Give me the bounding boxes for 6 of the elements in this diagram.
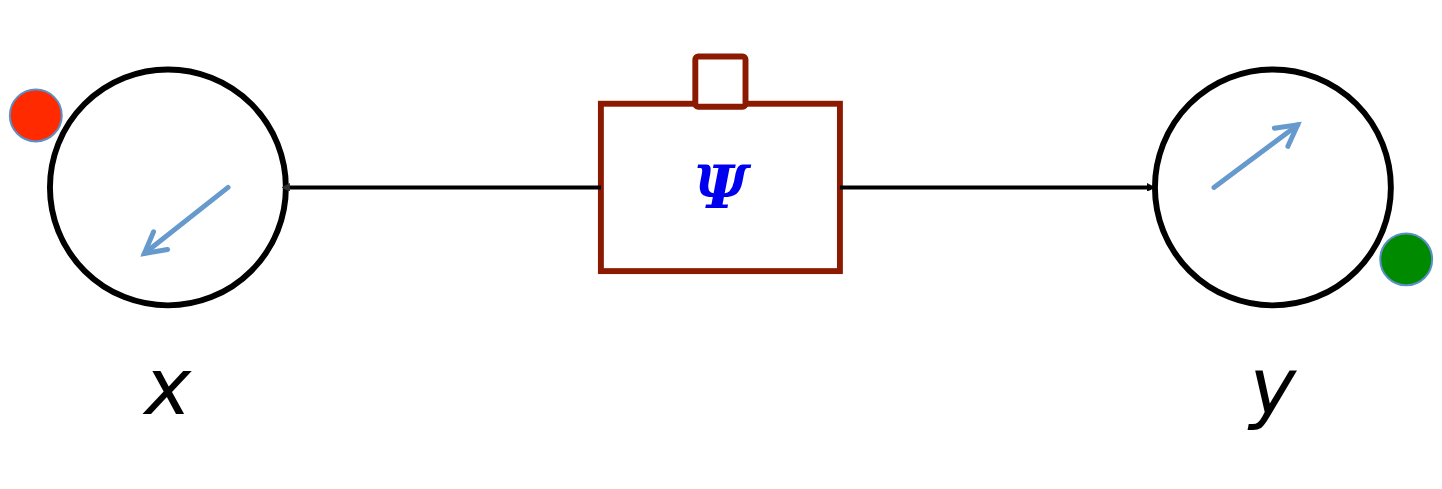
arrow (839, 183, 1156, 192)
node-caption: y (1249, 340, 1297, 433)
node-caption: x (144, 340, 192, 433)
detector-circle (47, 66, 289, 309)
detector-circle (1152, 66, 1394, 309)
arrow (281, 183, 601, 192)
